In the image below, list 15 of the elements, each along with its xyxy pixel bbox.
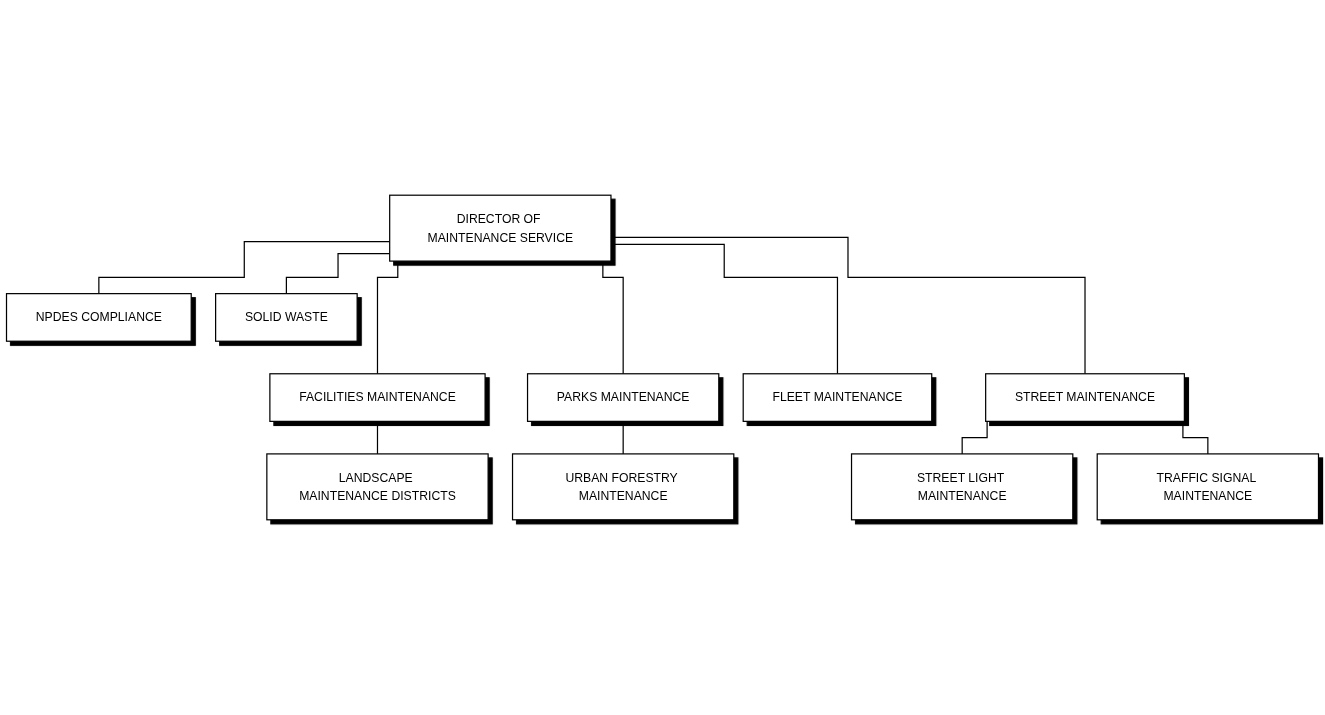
node-box: PARKS MAINTENANCE [526, 373, 720, 422]
node-box: DIRECTOR OF MAINTENANCE SERVICE [389, 194, 612, 262]
connector [610, 236, 1086, 375]
connector [622, 420, 624, 455]
node-box: FLEET MAINTENANCE [742, 373, 933, 422]
node-box: SOLID WASTE [215, 293, 358, 342]
node-box: LANDSCAPE MAINTENANCE DISTRICTS [266, 453, 489, 521]
node-box: FACILITIES MAINTENANCE [269, 373, 486, 422]
connector [376, 420, 379, 455]
connector [610, 243, 839, 375]
node-box: STREET LIGHT MAINTENANCE [850, 453, 1074, 521]
node-box: TRAFFIC SIGNAL MAINTENANCE [1096, 453, 1320, 521]
node-box: STREET MAINTENANCE [985, 373, 1185, 422]
node-box: NPDES COMPLIANCE [5, 293, 192, 342]
node-box: URBAN FORESTRY MAINTENANCE [511, 453, 735, 521]
